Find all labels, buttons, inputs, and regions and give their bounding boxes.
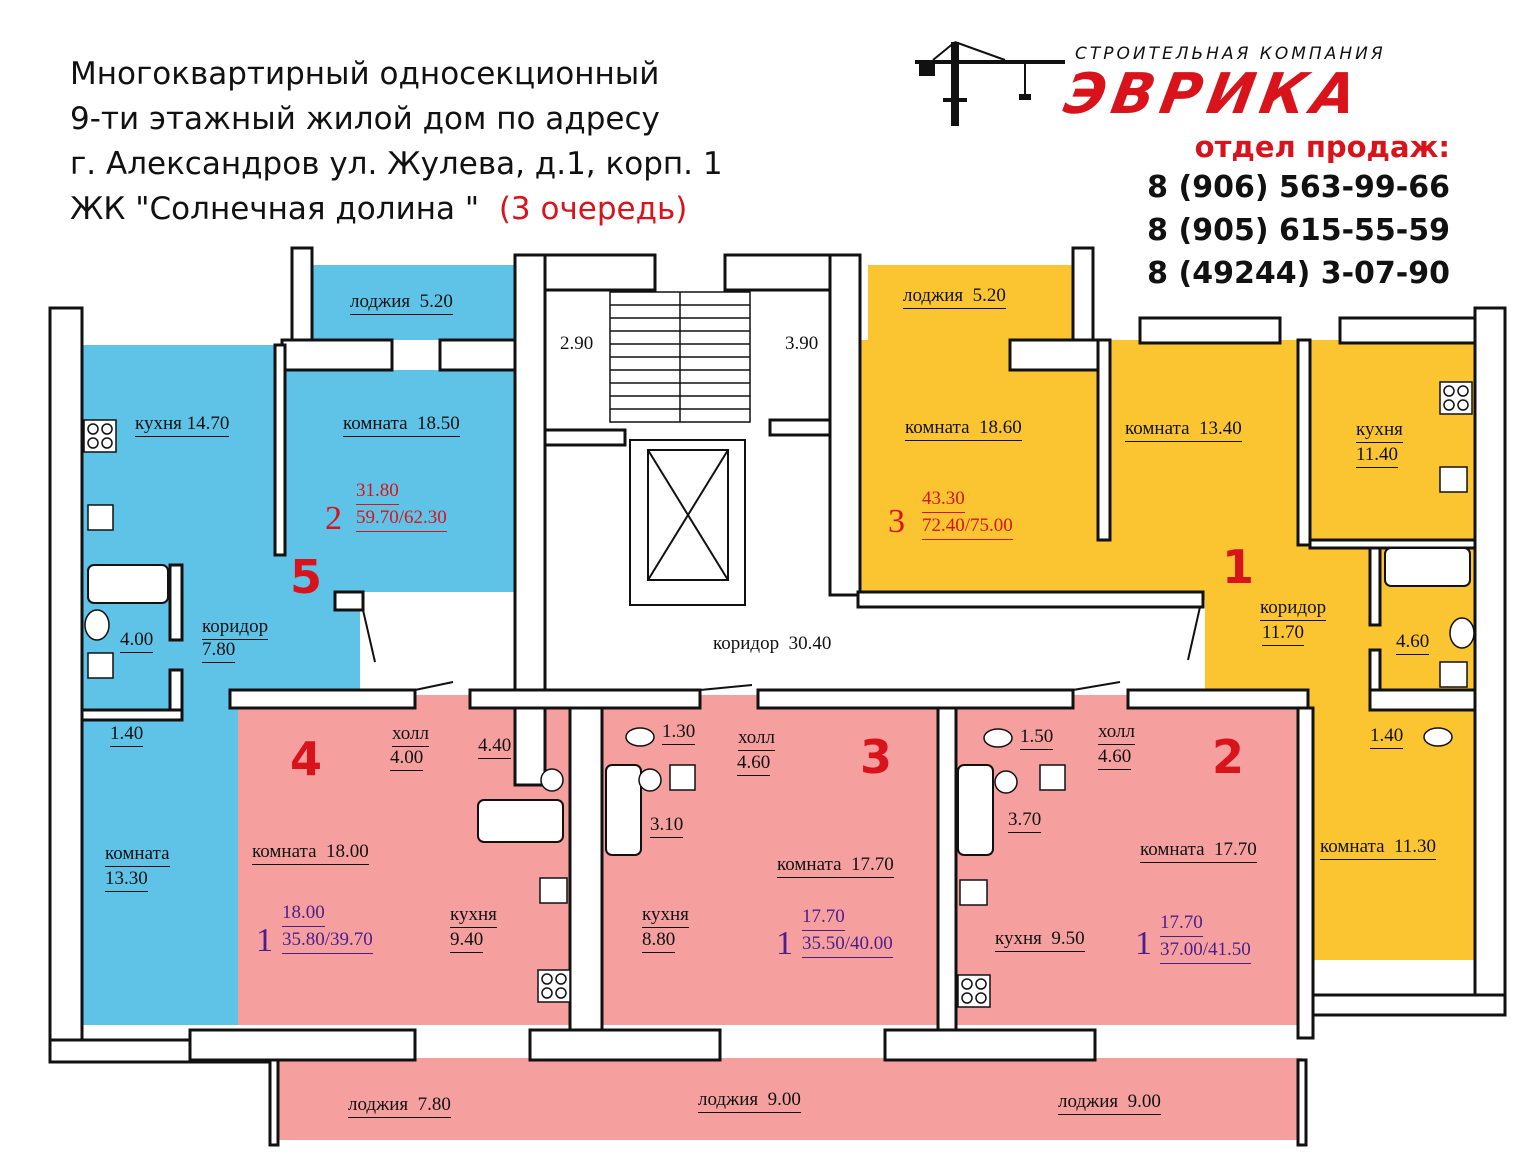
sales-phone-2: 8 (905) 615-55-59 <box>1147 213 1450 248</box>
apt2-total-area: 37.00/41.50 <box>1160 937 1251 964</box>
apt2-bath: 3.70 <box>1008 808 1042 833</box>
sales-phone-3: 8 (49244) 3-07-90 <box>1147 256 1450 291</box>
description-line-4: ЖК "Солнечная долина " (3 очередь) <box>70 187 723 232</box>
apt2-hall-area: 4.60 <box>1098 745 1132 770</box>
toilet-icons <box>84 609 1475 794</box>
building-description: Многоквартирный односекционный 9-ти этаж… <box>70 52 723 232</box>
sales-contacts: отдел продаж: 8 (906) 563-99-66 8 (905) … <box>1147 128 1450 295</box>
apt3-room: комната 17.70 <box>777 853 894 878</box>
apt1-bath: 4.60 <box>1396 630 1430 655</box>
crane-icon <box>915 41 1065 126</box>
description-line-2: 9-ти этажный жилой дом по адресу <box>70 101 660 137</box>
apt3-loggia: лоджия 9.00 <box>698 1088 801 1113</box>
apt2-living-area: 17.70 <box>1160 910 1203 937</box>
apt5-total-area: 59.70/62.30 <box>356 505 447 532</box>
apt5-number: 5 <box>290 550 323 604</box>
apt5-loggia: лоджия 5.20 <box>350 290 453 315</box>
apt5-kitchen: кухня 14.70 <box>135 412 230 437</box>
apt3-hall-label: холл <box>738 726 775 751</box>
apt5-corridor-area: 7.80 <box>202 638 236 663</box>
walls <box>48 246 1507 1147</box>
description-line-3: г. Александров ул. Жулева, д.1, корп. 1 <box>70 146 723 182</box>
apt5-fill-c <box>310 265 515 340</box>
apt1-corridor-label: коридор <box>1260 596 1327 621</box>
apt4-room: комната 18.00 <box>252 840 369 865</box>
apt2-number: 2 <box>1212 730 1245 784</box>
apt3-hall-area: 4.60 <box>737 751 771 776</box>
sink-icons <box>87 466 1468 906</box>
apt3-total-area: 35.50/40.00 <box>802 931 893 958</box>
apt4-kitchen-area: 9.40 <box>450 928 484 953</box>
apt1-kitchen-area: 11.40 <box>1356 443 1399 468</box>
apt5-wc: 1.40 <box>110 722 144 747</box>
apt1-room3: комната 11.30 <box>1320 835 1437 860</box>
apt3-bath: 3.10 <box>650 813 684 838</box>
apt4-hall-area: 4.00 <box>390 746 424 771</box>
stairs-icon <box>609 291 751 423</box>
complex-name: ЖК "Солнечная долина " <box>70 191 480 227</box>
stair-left-area: 2.90 <box>560 333 594 354</box>
door-swings <box>362 606 1201 691</box>
apt5-room2-label: комната <box>105 842 170 867</box>
queue-label: (3 очередь) <box>498 191 688 227</box>
company-logo: СТРОИТЕЛЬНАЯ КОМПАНИЯ ЭВРИКА <box>915 38 1455 128</box>
apt4-hall-label: холл <box>392 722 429 747</box>
apt3-living-area: 17.70 <box>802 904 845 931</box>
sales-phone-1: 8 (906) 563-99-66 <box>1147 170 1450 205</box>
apt3-kitchen-area: 8.80 <box>642 928 676 953</box>
apt5-fill-b <box>282 370 527 592</box>
apt4-living-area: 18.00 <box>282 900 325 927</box>
loggia-bottom-fill <box>272 1058 1302 1140</box>
apt3-kitchen-label: кухня <box>642 903 689 928</box>
apt2-room-count: 1 <box>1135 925 1152 962</box>
apt1-living-area: 43.30 <box>922 486 965 513</box>
stair-right-area: 3.90 <box>785 333 819 354</box>
apt3-wc: 1.30 <box>662 720 696 745</box>
description-line-1: Многоквартирный односекционный <box>70 56 660 92</box>
bathtub-icons <box>87 547 1471 856</box>
apt5-room1: комната 18.50 <box>343 412 460 437</box>
apt4-loggia: лоджия 7.80 <box>348 1093 451 1118</box>
apt4-number: 4 <box>290 732 323 786</box>
apt1-number: 1 <box>1222 540 1255 594</box>
apt1-total-area: 72.40/75.00 <box>922 513 1013 540</box>
elevator-icon <box>629 439 746 606</box>
apt4-room-count: 1 <box>256 922 273 959</box>
apt2-room: комната 17.70 <box>1140 838 1257 863</box>
apt1-corridor-area: 11.70 <box>1262 621 1305 646</box>
apt1-room1: комната 18.60 <box>905 416 1022 441</box>
apt3-number: 3 <box>860 730 893 784</box>
apt4-bath: 4.40 <box>478 734 512 759</box>
apt1-wc: 1.40 <box>1370 724 1404 749</box>
apt2-loggia: лоджия 9.00 <box>1058 1090 1161 1115</box>
apt1-room2: комната 13.40 <box>1125 417 1242 442</box>
stove-icons <box>83 381 1473 1008</box>
main-corridor-label: коридор 30.40 <box>713 633 832 654</box>
apt2-fill <box>953 695 1303 1025</box>
apt1-loggia: лоджия 5.20 <box>903 284 1006 309</box>
apt1-fill-b <box>868 265 1073 340</box>
apt5-room-count: 2 <box>325 500 342 537</box>
apt3-room-count: 1 <box>776 925 793 962</box>
apt5-living-area: 31.80 <box>356 478 399 505</box>
logo-subtitle: СТРОИТЕЛЬНАЯ КОМПАНИЯ <box>1075 44 1386 64</box>
apt5-room2-area: 13.30 <box>105 867 148 892</box>
apt5-corridor-label: коридор <box>202 615 269 640</box>
apt3-fill <box>603 695 953 1025</box>
apt2-wc: 1.50 <box>1020 725 1054 750</box>
apt1-room-count: 3 <box>888 503 905 540</box>
apt4-total-area: 35.80/39.70 <box>282 927 373 954</box>
sales-title: отдел продаж: <box>1194 130 1450 164</box>
apt2-kitchen: кухня 9.50 <box>995 927 1085 952</box>
apt5-bath: 4.00 <box>120 628 154 653</box>
apt1-kitchen-label: кухня <box>1356 418 1403 443</box>
apt2-hall-label: холл <box>1098 720 1135 745</box>
apt4-kitchen-label: кухня <box>450 903 497 928</box>
